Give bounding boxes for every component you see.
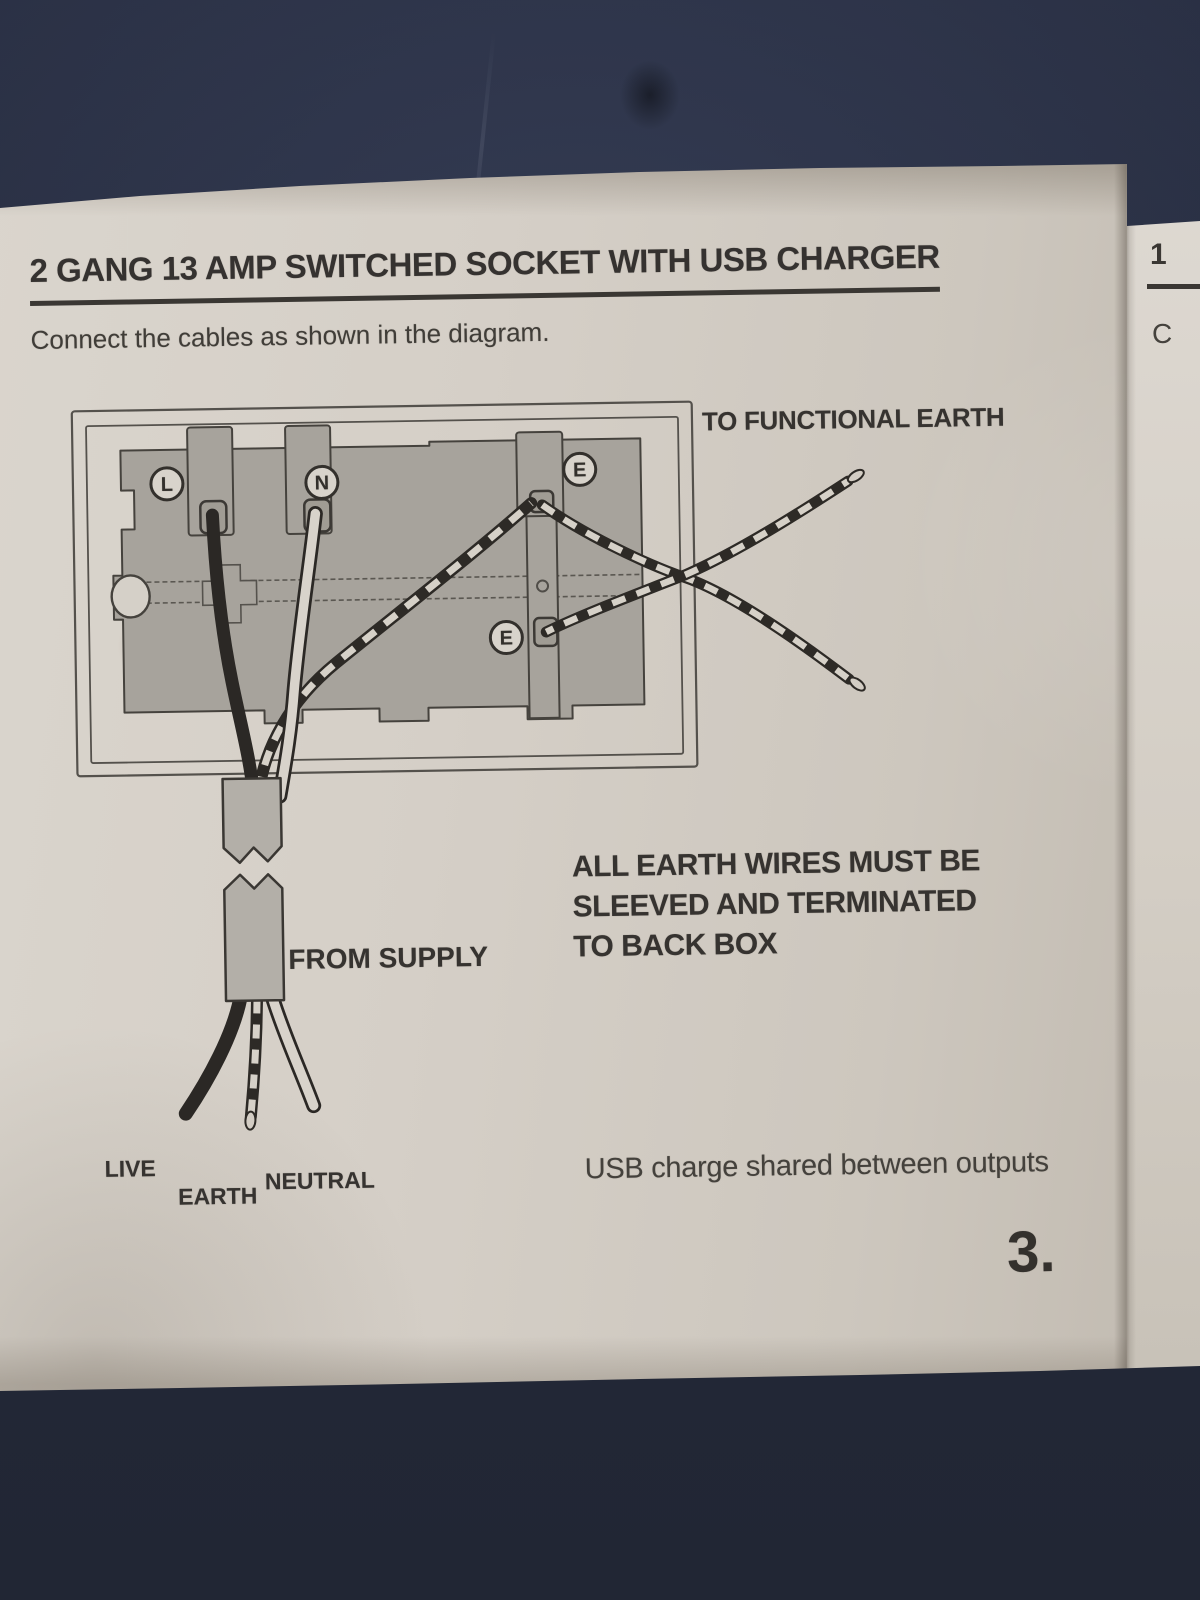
- live-wire: [205, 508, 261, 804]
- neutral-wire: [275, 508, 321, 801]
- neutral-terminal-letter: N: [315, 472, 330, 494]
- earth-note-line-2: SLEEVED AND TERMINATED: [572, 884, 977, 924]
- adjacent-page-text-fragment: C: [1152, 318, 1173, 349]
- earth-bar: [525, 495, 561, 720]
- page-fold-crease: [1114, 164, 1136, 1370]
- from-supply-label: FROM SUPPLY: [288, 940, 489, 976]
- fixing-lug: [110, 574, 151, 619]
- cable-sheath-lower: [223, 873, 286, 1003]
- live-terminal-badge: [149, 466, 185, 502]
- live-terminal-letter: L: [161, 474, 174, 496]
- supply-earth-tail-tip: [244, 1110, 257, 1131]
- earth-wire-label: EARTH: [177, 1182, 258, 1210]
- earth-tail-tip-upper: [846, 468, 865, 484]
- earth-bottom-terminal-letter: E: [500, 627, 514, 649]
- earth-note-line-3: TO BACK BOX: [572, 927, 778, 964]
- page-number: 3.: [1006, 1219, 1056, 1285]
- diagram-inner-border: [85, 415, 685, 764]
- earth-wire-supply: [252, 497, 538, 798]
- earth-sleeving-note: ALL EARTH WIRES MUST BE SLEEVED AND TERM…: [572, 841, 982, 967]
- supply-live-tail: [178, 992, 248, 1121]
- adjustment-boss: [201, 563, 258, 624]
- adjacent-page-heading-rule: [1147, 284, 1200, 289]
- neutral-terminal-badge: [304, 464, 340, 500]
- supply-neutral-tail: [268, 994, 319, 1111]
- neutral-wire-label: NEUTRAL: [264, 1166, 375, 1195]
- earth-wire-link-b-stripes: [544, 478, 850, 635]
- earth-top-terminal-badge: [562, 451, 598, 487]
- earth-bar-screw-hole: [536, 579, 550, 593]
- earth-bottom-terminal-badge: [488, 620, 524, 656]
- supply-earth-tail-stripes: [247, 999, 261, 1117]
- earth-note-line-1: ALL EARTH WIRES MUST BE: [571, 844, 981, 884]
- earth-tail-tip-lower: [848, 676, 866, 692]
- live-wire-label: LIVE: [104, 1155, 156, 1182]
- earth-top-terminal-letter: E: [573, 459, 587, 481]
- to-functional-earth-label: TO FUNCTIONAL EARTH: [701, 401, 1005, 437]
- adjacent-page-heading-fragment: 1: [1150, 238, 1167, 271]
- cable-sheath-upper: [221, 776, 283, 865]
- adjacent-page-edge: [1127, 164, 1200, 1370]
